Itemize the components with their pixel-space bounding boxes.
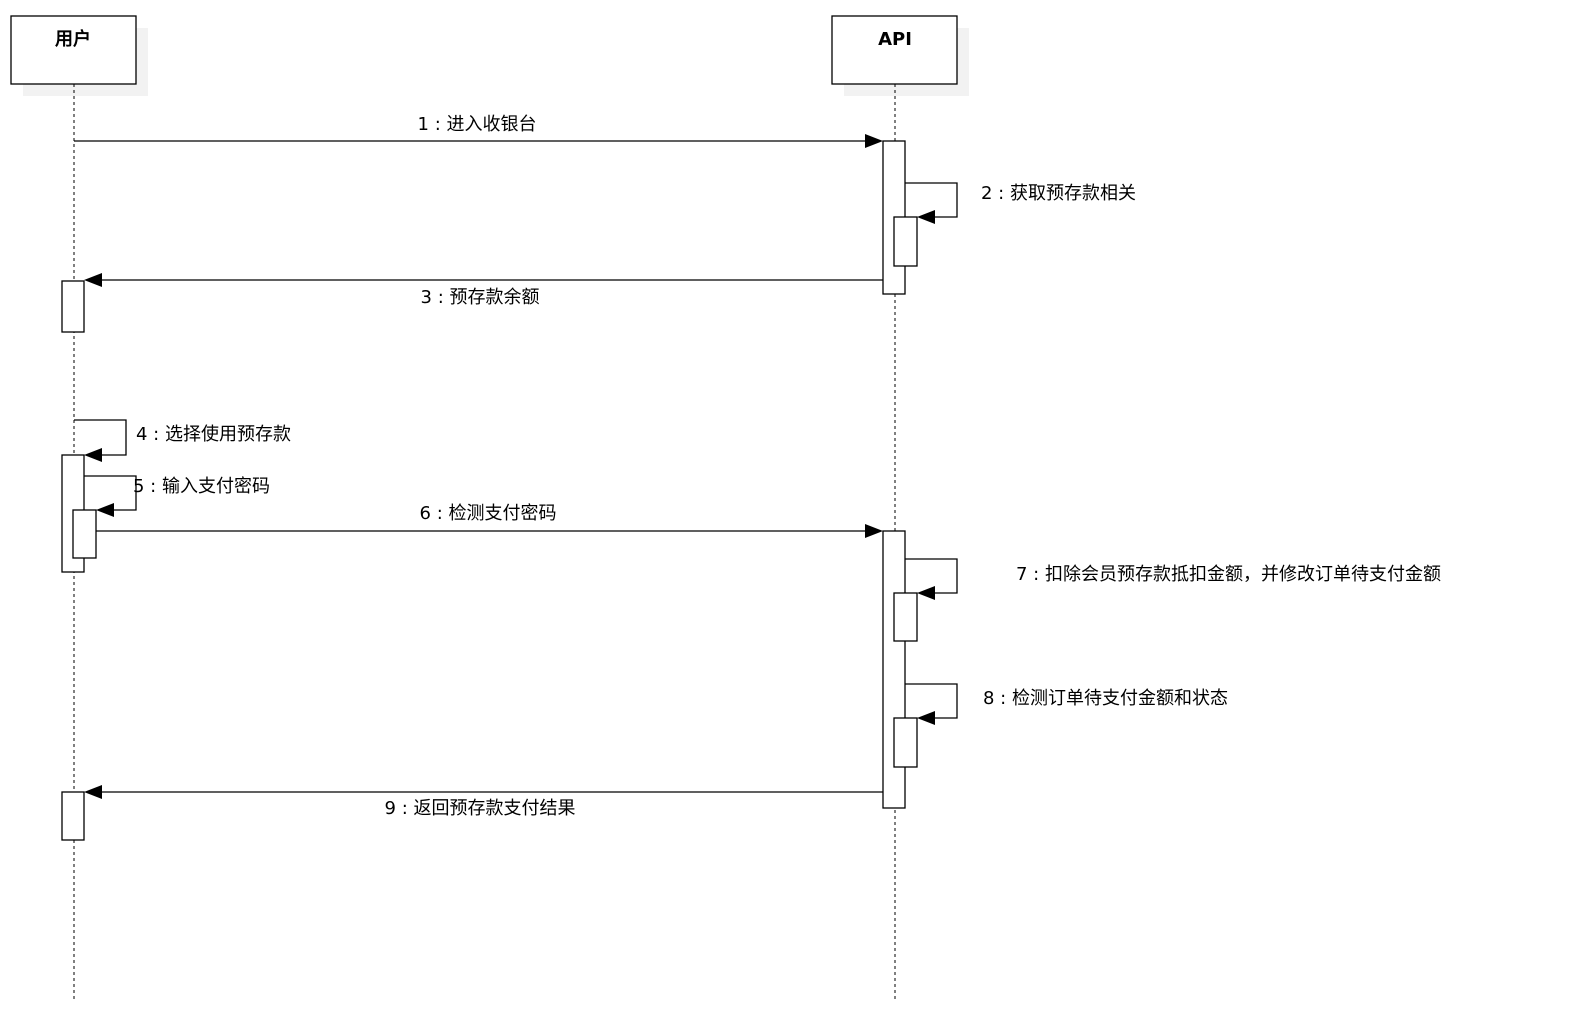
arrowhead xyxy=(917,210,935,224)
message-9: 9 : 返回预存款支付结果 xyxy=(84,785,883,819)
participant-api-label: API xyxy=(878,29,912,50)
message-label: 8 : 检测订单待支付金额和状态 xyxy=(983,688,1228,709)
message-label: 6 : 检测支付密码 xyxy=(420,503,557,524)
message-2: 2 : 获取预存款相关 xyxy=(905,182,1136,224)
activation-api-2 xyxy=(893,216,918,267)
message-label: 4 : 选择使用预存款 xyxy=(136,424,291,445)
arrowhead xyxy=(96,503,114,517)
activation-api-4 xyxy=(893,592,918,642)
message-3: 3 : 预存款余额 xyxy=(84,273,883,308)
message-4: 4 : 选择使用预存款 xyxy=(74,419,291,462)
message-7: 7 : 扣除会员预存款抵扣金额，并修改订单待支付金额 xyxy=(905,558,1441,600)
participant-user-label: 用户 xyxy=(55,28,91,50)
message-8: 8 : 检测订单待支付金额和状态 xyxy=(905,683,1228,725)
message-label: 9 : 返回预存款支付结果 xyxy=(385,798,576,819)
arrowhead xyxy=(917,711,935,725)
arrowhead xyxy=(84,448,102,462)
message-label: 3 : 预存款余额 xyxy=(421,287,540,308)
arrowhead xyxy=(865,134,883,148)
participant-user[interactable]: 用户 xyxy=(10,15,148,96)
activation-api-5 xyxy=(893,717,918,768)
arrowhead xyxy=(917,586,935,600)
activation-user-3 xyxy=(72,509,97,559)
participant-api[interactable]: API xyxy=(831,15,969,96)
activation-user-4 xyxy=(61,791,85,841)
message-6: 6 : 检测支付密码 xyxy=(96,503,883,538)
message-label: 7 : 扣除会员预存款抵扣金额，并修改订单待支付金额 xyxy=(1016,564,1441,585)
activation-user-1 xyxy=(61,280,85,333)
arrowhead xyxy=(84,785,102,799)
message-label: 1 : 进入收银台 xyxy=(418,114,537,135)
arrowhead xyxy=(84,273,102,287)
message-label: 5 : 输入支付密码 xyxy=(133,476,270,497)
message-label: 2 : 获取预存款相关 xyxy=(981,183,1136,204)
message-1: 1 : 进入收银台 xyxy=(74,114,883,148)
arrowhead xyxy=(865,524,883,538)
message-5: 5 : 输入支付密码 xyxy=(84,475,270,517)
